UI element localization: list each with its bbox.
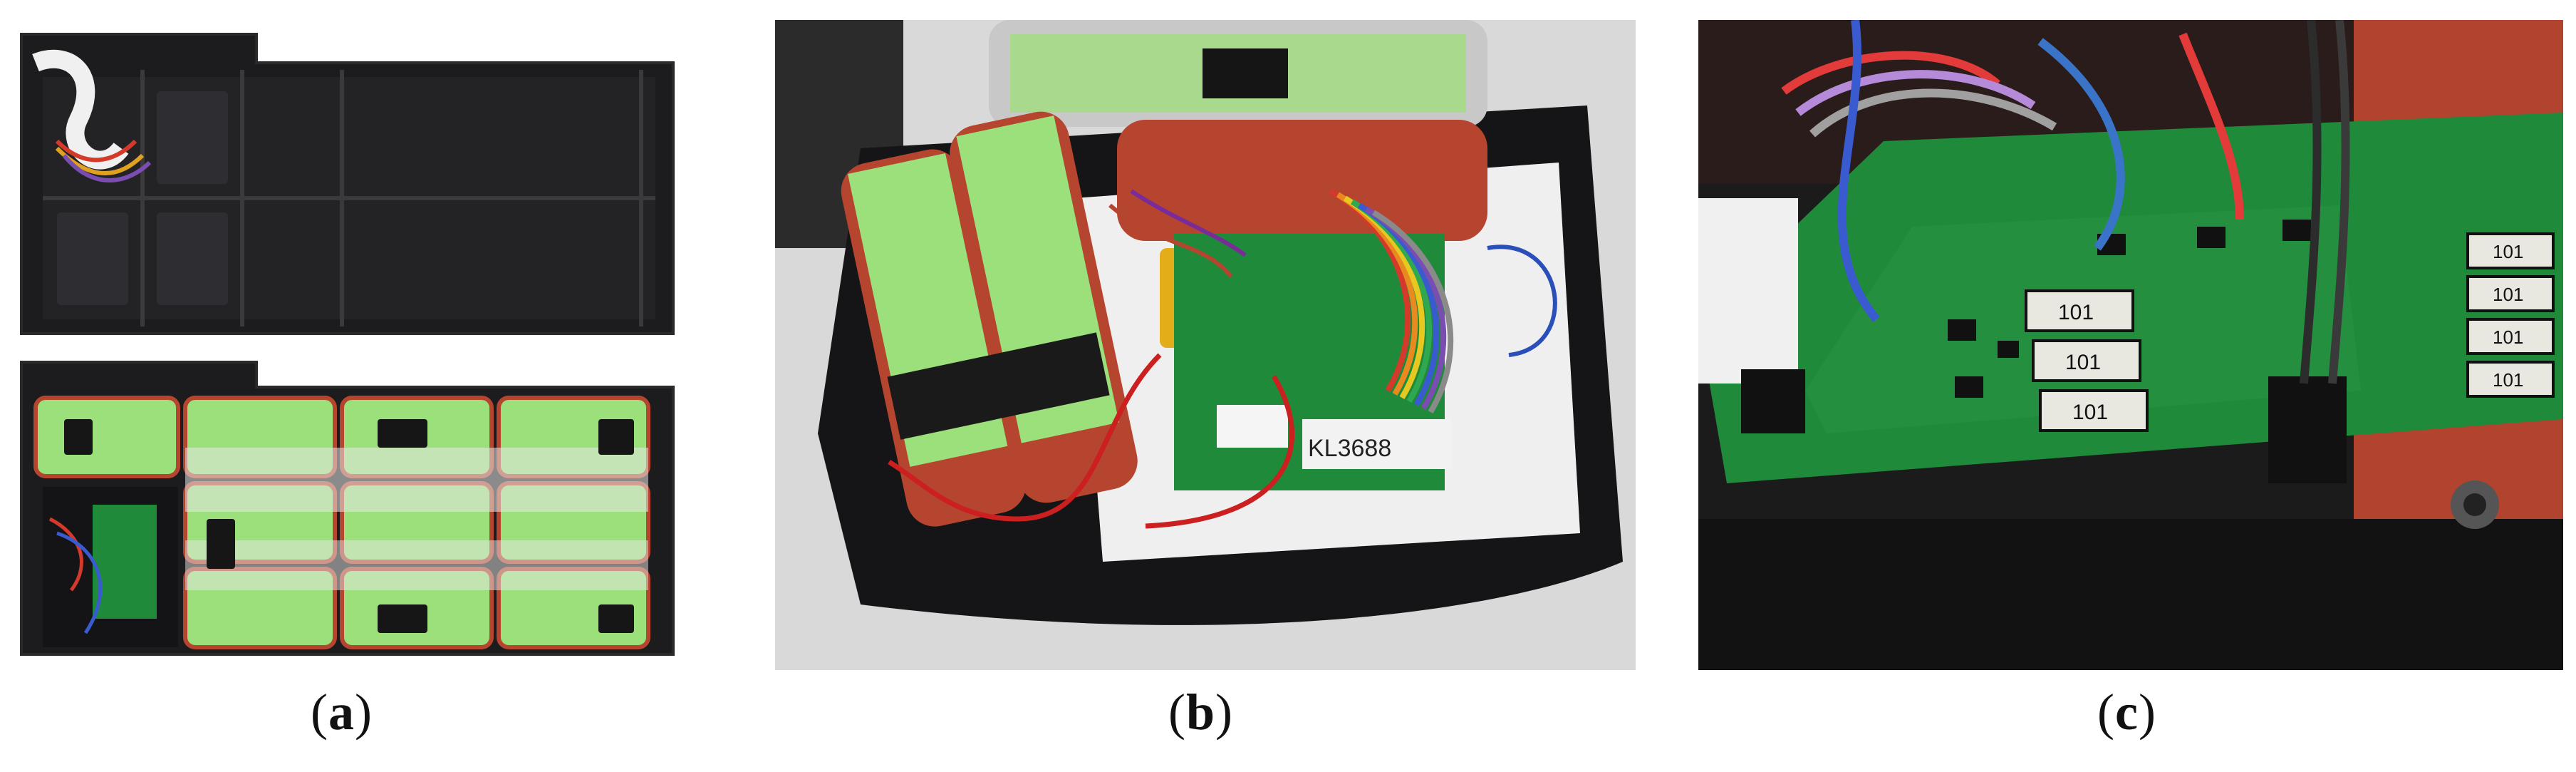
resistor-label: 101 — [2058, 301, 2094, 324]
resistor-label: 101 — [2493, 241, 2523, 262]
bms-closeup-illustration: 101 101 101 101 101 101 101 — [1698, 20, 2563, 670]
board-label: KL3688 — [1308, 435, 1391, 462]
battery-case-illustration — [14, 20, 680, 670]
resistor-label: 101 — [2493, 369, 2523, 391]
resistor-label: 101 — [2493, 326, 2523, 348]
resistor-label: 101 — [2072, 401, 2108, 424]
bms-wiring-illustration: KL3688 — [775, 20, 1636, 670]
caption-b: (b) — [1168, 684, 1234, 741]
photo-panel-a — [14, 20, 680, 670]
resistor-label: 101 — [2065, 351, 2101, 374]
photo-panel-b: KL3688 — [775, 20, 1636, 670]
resistor-label: 101 — [2493, 284, 2523, 305]
caption-c: (c) — [2097, 684, 2156, 741]
caption-a: (a) — [311, 684, 373, 741]
photo-panel-c: 101 101 101 101 101 101 101 — [1698, 20, 2563, 670]
